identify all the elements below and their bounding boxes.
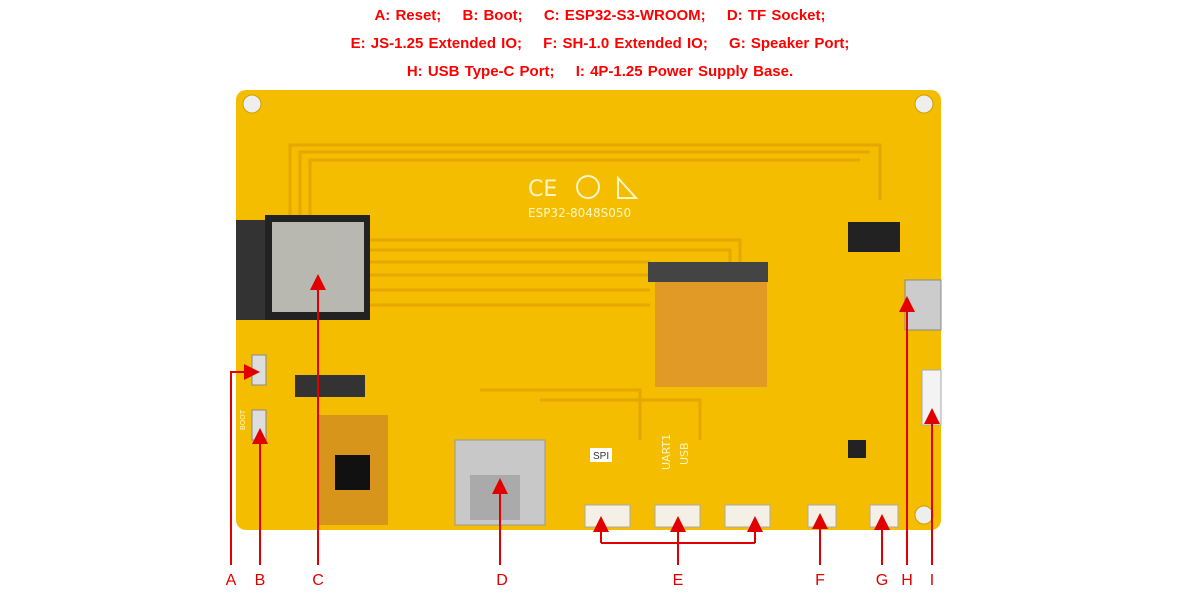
board-model: ESP32-8048S050 — [528, 206, 631, 220]
mount-hole — [914, 505, 934, 525]
legend-boot: B: Boot; — [462, 7, 523, 24]
legend-usb-c: H: USB Type-C Port; — [406, 63, 555, 80]
legend-speaker: G: Speaker Port; — [729, 35, 850, 52]
silk-spi: SPI — [593, 451, 609, 462]
label-e: E — [673, 572, 684, 589]
legend-row-1: A: Reset; B: Boot; C: ESP32-S3-WROOM; D:… — [0, 7, 1200, 24]
label-d: D — [496, 572, 508, 589]
usb-io-connector — [724, 504, 771, 528]
ce-rohs-logos: CE — [528, 175, 639, 202]
legend-esp32: C: ESP32-S3-WROOM; — [543, 7, 706, 24]
label-c: C — [312, 572, 324, 589]
ic-chip — [848, 440, 866, 458]
callout-labels: A B C D E F G H I — [226, 572, 935, 589]
legend-js125: E: JS-1.25 Extended IO; — [350, 35, 522, 52]
usb-c-port — [904, 279, 942, 331]
pcb-board: CE ESP32-8048S050 BOOT SPI UART1 USB — [236, 90, 942, 530]
svg-text:CE: CE — [528, 177, 557, 202]
label-a: A — [226, 572, 237, 589]
arrow-a — [230, 364, 260, 565]
silk-boot: BOOT — [239, 409, 247, 430]
silk-uart1: UART1 — [660, 434, 673, 470]
legend-sh10: F: SH-1.0 Extended IO; — [543, 35, 708, 52]
label-b: B — [255, 572, 266, 589]
legend-row-2: E: JS-1.25 Extended IO; F: SH-1.0 Extend… — [0, 35, 1200, 52]
spi-connector — [584, 504, 631, 528]
reset-button — [251, 354, 267, 386]
mount-hole — [914, 94, 934, 114]
ic-chip — [848, 222, 900, 252]
touch-ic — [335, 455, 370, 490]
lcd-ribbon — [648, 262, 768, 387]
silk-usb: USB — [678, 442, 691, 465]
pcb-traces — [288, 143, 882, 440]
legend-tf-socket: D: TF Socket; — [726, 7, 826, 24]
legend-row-3: H: USB Type-C Port; I: 4P-1.25 Power Sup… — [0, 63, 1200, 80]
label-i: I — [930, 572, 934, 589]
esp32-s3-module — [236, 215, 370, 320]
legend-power: I: 4P-1.25 Power Supply Base. — [575, 63, 794, 80]
label-h: H — [901, 572, 913, 589]
legend-reset: A: Reset; — [374, 7, 442, 24]
label-f: F — [815, 572, 825, 589]
sh10-connector — [807, 504, 837, 528]
label-g: G — [876, 572, 888, 589]
callout-arrows — [230, 274, 940, 565]
fpc-connector — [295, 375, 365, 397]
arrow-e-stem — [601, 542, 755, 565]
speaker-connector — [869, 504, 899, 528]
mount-hole — [242, 94, 262, 114]
